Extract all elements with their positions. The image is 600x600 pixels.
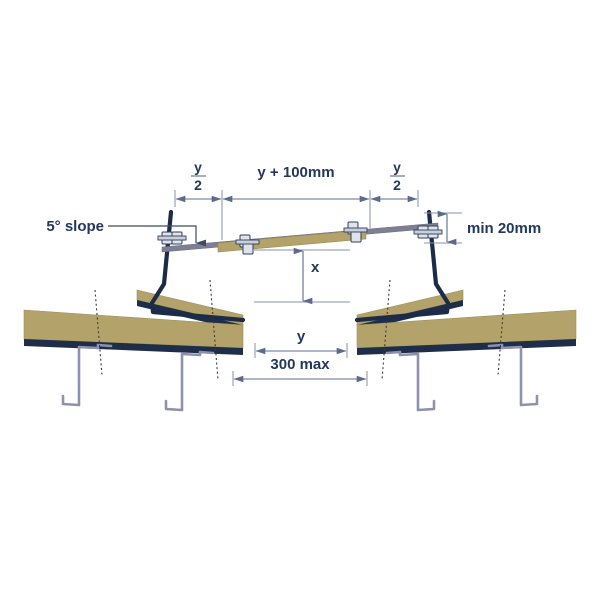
dim-label-half-left-numerator: y — [194, 159, 202, 175]
ridge-support-plank — [217, 229, 367, 253]
height-x-label: x — [311, 259, 320, 276]
height-x-dimension: x — [254, 247, 350, 305]
screw-line-left-inner — [209, 279, 219, 381]
dim-label-half-left-denominator: 2 — [194, 177, 202, 193]
purlin-right-inner-top — [385, 350, 402, 355]
right-roof-panel-edge — [357, 339, 576, 355]
purlin-right-inner — [398, 350, 436, 412]
slope-label: 5° slope — [46, 218, 104, 235]
max-width-dimension: 300 max — [232, 356, 368, 386]
left-roof-assembly — [23, 289, 244, 355]
dim-label-half-right-denominator: 2 — [393, 177, 401, 193]
left-roof-panel-edge — [24, 339, 243, 355]
screw-line-right-outer — [497, 289, 506, 376]
gap-y-label: y — [297, 328, 306, 345]
slope-leader-line — [108, 225, 207, 247]
slope-callout: 5° slope — [46, 218, 207, 247]
purlin-right-outer — [500, 343, 539, 407]
purlin-left-outer — [61, 343, 100, 407]
purlin-left-inner — [164, 350, 202, 412]
min-gap-label: min 20mm — [467, 220, 541, 237]
right-roof-assembly — [356, 289, 577, 355]
purlin-left-inner-top — [198, 350, 215, 355]
min-gap-dimension: min 20mm — [424, 210, 541, 246]
purlin-right-outer-top — [487, 343, 504, 348]
bolt-left-upstand — [157, 231, 187, 245]
bolt-right-upstand — [413, 225, 443, 239]
left-upstand — [149, 209, 246, 323]
gap-y-dimension: y — [254, 328, 348, 358]
purlin-left-outer-top — [96, 343, 113, 348]
screw-line-right-inner — [381, 279, 391, 381]
max-width-label: 300 max — [270, 356, 330, 373]
dim-label-half-right-numerator: y — [393, 159, 401, 175]
dim-label-span-total: y + 100mm — [257, 164, 334, 181]
right-purlin-group — [385, 343, 539, 412]
bolt-plank-right — [343, 221, 368, 243]
right-upstand — [354, 209, 451, 323]
bolt-plank-left — [235, 234, 260, 255]
screw-line-left-outer — [94, 289, 103, 376]
left-purlin-group — [61, 343, 215, 412]
top-dimension-chain: y 2 y + 100mm y 2 — [174, 159, 419, 240]
